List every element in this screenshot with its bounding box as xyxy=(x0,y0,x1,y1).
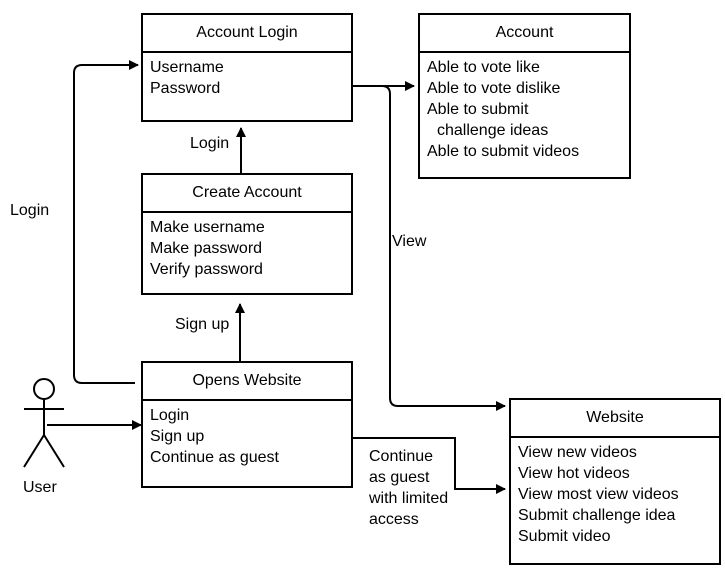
account-login-title: Account Login xyxy=(143,15,351,53)
create-account-title: Create Account xyxy=(143,175,351,213)
website-item: View hot videos xyxy=(518,465,630,482)
label-sign-up: Sign up xyxy=(175,316,230,333)
account-item: Able to vote dislike xyxy=(427,80,561,97)
label-guest-line: access xyxy=(369,511,419,528)
opens-website-item: Sign up xyxy=(150,428,205,445)
label-guest-line: Continue xyxy=(369,448,434,465)
label-view: View xyxy=(392,233,427,250)
website-item: View most view videos xyxy=(518,486,679,503)
account-login-box: Account Login Username Password xyxy=(141,13,353,122)
opens-website-item: Login xyxy=(150,407,190,424)
website-item: View new videos xyxy=(518,444,637,461)
arrow-guest xyxy=(352,437,506,494)
account-item: challenge ideas xyxy=(437,122,549,139)
website-box: Website View new videos View hot videos … xyxy=(509,398,721,565)
account-login-item: Password xyxy=(150,80,221,97)
label-login-left: Login xyxy=(10,202,50,219)
label-user: User xyxy=(23,479,57,496)
account-item: Able to vote like xyxy=(427,59,540,76)
label-guest: Continue as guest with limited access xyxy=(369,446,448,530)
create-account-item: Make password xyxy=(150,240,263,257)
account-box: Account Able to vote like Able to vote d… xyxy=(418,13,631,179)
opens-website-box: Opens Website Login Sign up Continue as … xyxy=(141,361,353,488)
label-guest-line: with limited xyxy=(369,490,449,507)
website-item: Submit video xyxy=(518,528,611,545)
create-account-item: Make username xyxy=(150,219,265,236)
account-login-item: Username xyxy=(150,59,224,76)
website-title: Website xyxy=(511,400,719,438)
account-item: Able to submit videos xyxy=(427,143,580,160)
opens-website-item: Continue as guest xyxy=(150,449,279,466)
account-title: Account xyxy=(420,15,629,53)
label-login-mid: Login xyxy=(190,135,230,152)
opens-website-title: Opens Website xyxy=(143,363,351,401)
create-account-item: Verify password xyxy=(150,261,263,278)
create-account-box: Create Account Make username Make passwo… xyxy=(141,173,353,295)
account-item: Able to submit xyxy=(427,101,529,118)
user-icon xyxy=(23,378,65,468)
website-item: Submit challenge idea xyxy=(518,507,676,524)
arrow-view xyxy=(352,85,506,411)
label-guest-line: as guest xyxy=(369,469,430,486)
arrow-login-loop xyxy=(73,60,139,384)
